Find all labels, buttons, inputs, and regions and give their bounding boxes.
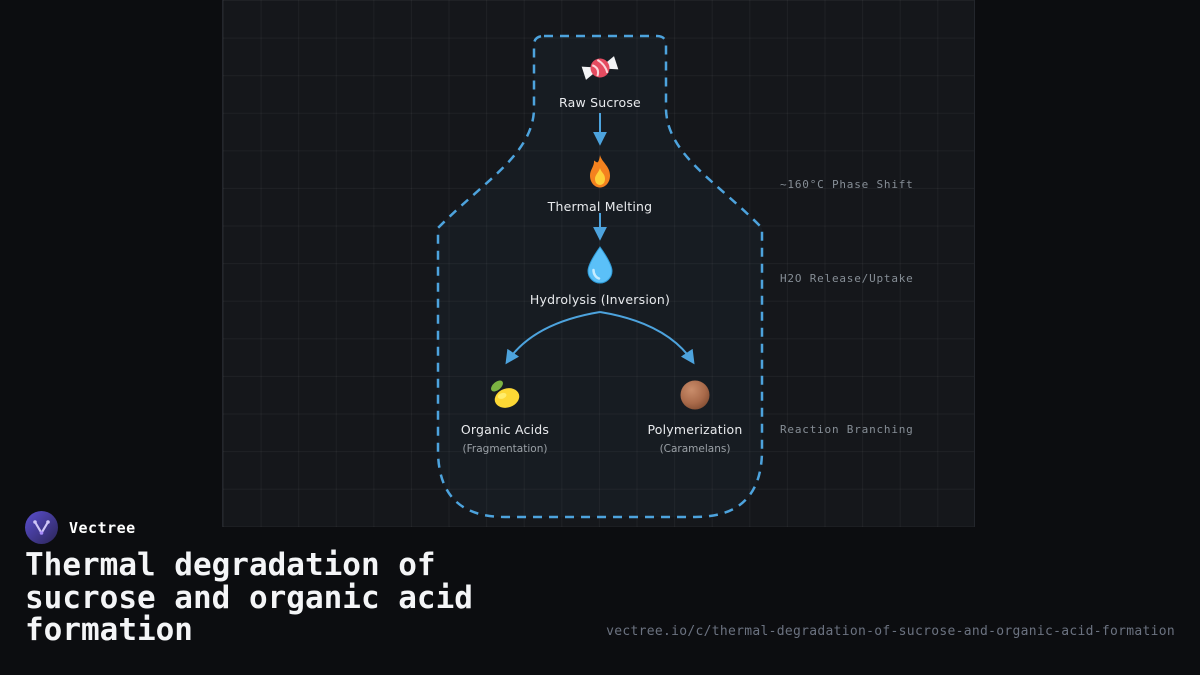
droplet-icon <box>583 245 617 285</box>
node-raw-sucrose: Raw Sucrose <box>515 48 685 110</box>
node-thermal-melting: Thermal Melting <box>515 152 685 214</box>
page-title: Thermal degradation of sucrose and organ… <box>25 549 473 647</box>
node-label: Thermal Melting <box>547 199 653 214</box>
annotation-phase-shift: ~160°C Phase Shift <box>780 178 914 191</box>
brand-row: Vectree <box>25 511 136 544</box>
flame-icon <box>582 152 618 192</box>
page-title-line-1: Thermal degradation of <box>25 547 436 583</box>
brown-sphere-icon <box>677 375 713 415</box>
node-label: Polymerization <box>647 422 743 437</box>
node-polymerization: Polymerization (Caramelans) <box>610 375 780 455</box>
node-label: Organic Acids <box>460 422 550 437</box>
node-sublabel: (Fragmentation) <box>462 443 548 455</box>
node-organic-acids: Organic Acids (Fragmentation) <box>420 375 590 455</box>
page-title-line-2: sucrose and organic acid <box>25 579 473 616</box>
vectree-logo-icon <box>25 511 58 544</box>
annotation-branching: Reaction Branching <box>780 423 914 436</box>
page-title-line-3: formation <box>25 612 193 648</box>
annotation-h2o: H2O Release/Uptake <box>780 272 914 285</box>
node-label: Hydrolysis (Inversion) <box>529 292 671 307</box>
brand-name: Vectree <box>69 518 136 537</box>
lemon-icon <box>484 375 526 415</box>
node-hydrolysis: Hydrolysis (Inversion) <box>515 245 685 307</box>
node-label: Raw Sucrose <box>559 95 641 110</box>
footer-url: vectree.io/c/thermal-degradation-of-sucr… <box>606 624 1175 639</box>
node-sublabel: (Caramelans) <box>659 443 731 455</box>
candy-icon <box>580 48 620 88</box>
